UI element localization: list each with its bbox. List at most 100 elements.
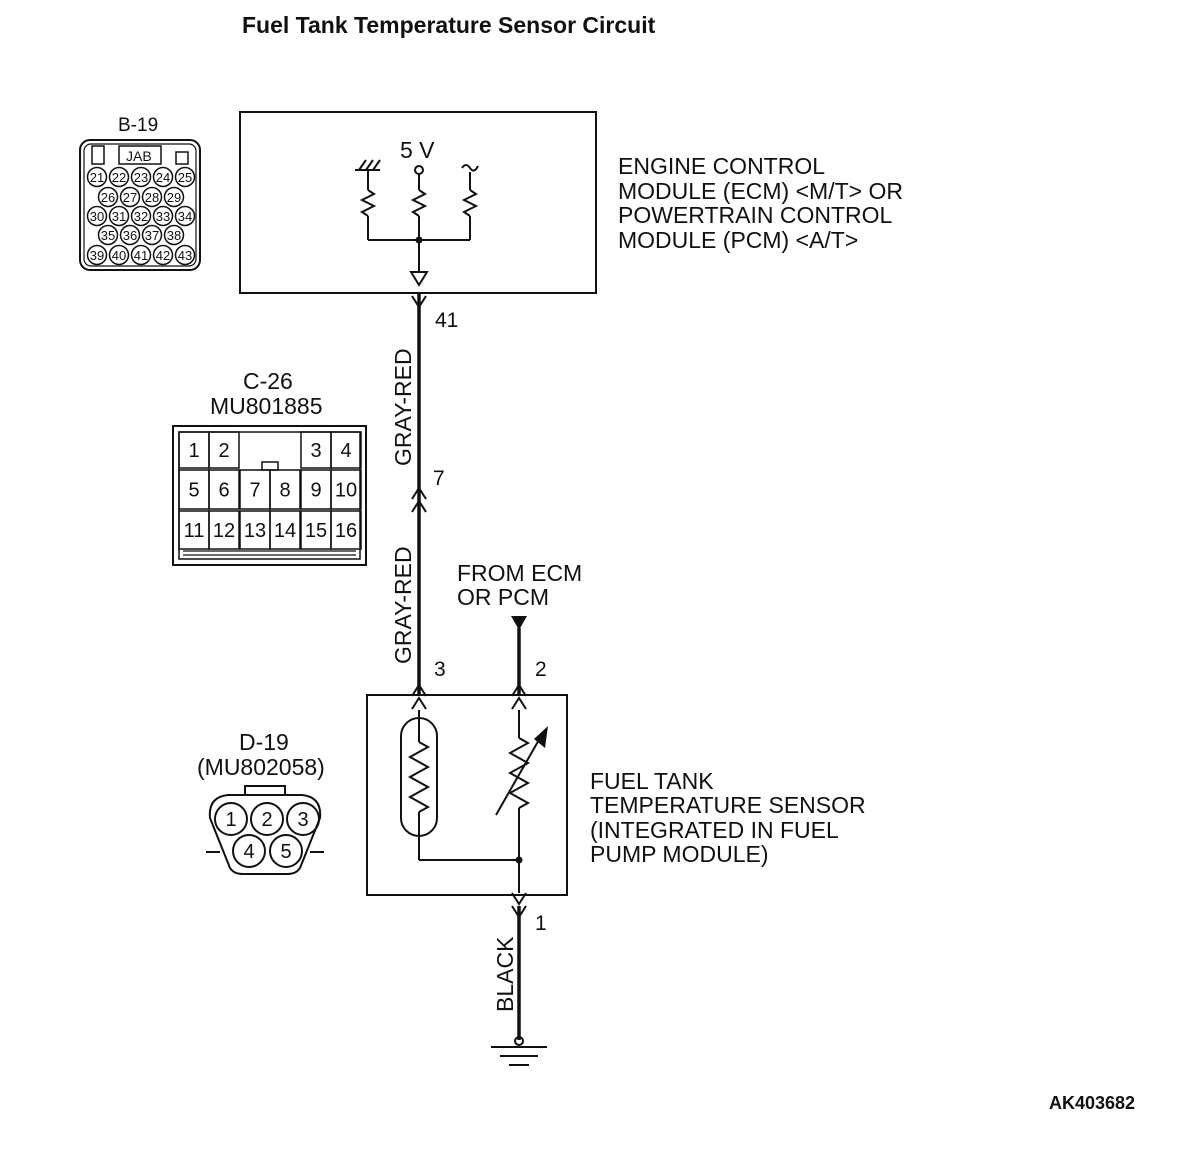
connector-d19-part: (MU802058) [197, 754, 325, 780]
d19-pin-circle [286, 802, 320, 836]
c26-pin-label: 12 [213, 520, 235, 542]
b19-pin-label: 21 [90, 170, 104, 185]
b19-pin-label: 23 [134, 170, 148, 185]
ecm-terminal-mark [411, 295, 427, 309]
b19-pin-label: 22 [112, 170, 126, 185]
b19-pin-label: 43 [178, 248, 192, 263]
b19-pin-circle [152, 205, 174, 227]
b19-pin-circle [108, 205, 130, 227]
svg-text:OR PCM: OR PCM [457, 584, 549, 610]
sensor-pin-2: 2 [535, 658, 547, 681]
c26-pin-label: 7 [249, 480, 260, 502]
connector-d19-name: D-19 [239, 729, 289, 755]
sensor-pin-1: 1 [535, 912, 547, 935]
b19-pin-circle [141, 224, 163, 246]
b19-pin-circle [108, 244, 130, 266]
b19-pin-circle [163, 224, 185, 246]
c26-pin-label: 9 [310, 480, 321, 502]
connector-c26-part: MU801885 [210, 393, 323, 419]
b19-pin-label: 39 [90, 248, 104, 263]
c26-pin-cell [208, 510, 240, 550]
wire-color-upper: GRAY-RED [390, 348, 416, 466]
c26-pin-label: 6 [218, 480, 229, 502]
connector-b19-tag: JAB [126, 148, 152, 164]
connector-d19: D-19 (MU802058) 1 2 3 4 5 [197, 729, 325, 875]
b19-pin-label: 24 [156, 170, 170, 185]
svg-text:MODULE (ECM) <M/T> OR: MODULE (ECM) <M/T> OR [618, 178, 903, 204]
b19-pin-label: 33 [156, 209, 170, 224]
svg-text:(INTEGRATED IN FUEL: (INTEGRATED IN FUEL [590, 817, 839, 843]
c26-pin-label: 4 [340, 440, 351, 462]
c26-pin-label: 2 [218, 440, 229, 462]
d19-pin-label: 5 [280, 841, 291, 863]
b19-pin-circle [130, 205, 152, 227]
b19-pin-circle [152, 244, 174, 266]
ground-icon [491, 1046, 547, 1066]
b19-pin-circle [130, 166, 152, 188]
b19-pin-circle [86, 166, 108, 188]
wire-color-ground: BLACK [492, 936, 518, 1012]
connector-d19-pins: 1 2 3 4 5 [214, 802, 320, 868]
b19-pin-circle [86, 205, 108, 227]
sensor-box [366, 694, 568, 896]
figure-code: AK403682 [1049, 1093, 1135, 1113]
b19-pin-circle [174, 205, 196, 227]
c26-pin-label: 16 [335, 520, 357, 542]
ground-node [514, 1036, 524, 1046]
b19-pin-label: 28 [145, 190, 159, 205]
b19-pin-label: 32 [134, 209, 148, 224]
connector-c26-name: C-26 [243, 368, 293, 394]
b19-pin-label: 25 [178, 170, 192, 185]
b19-pin-label: 41 [134, 248, 148, 263]
c26-pin-cell [208, 431, 240, 469]
sensor-internal-circuit [400, 710, 541, 893]
ecm-voltage: 5 V [400, 137, 435, 163]
from-ecm-label: FROM ECM OR PCM [457, 560, 582, 610]
b19-pin-circle [174, 244, 196, 266]
sensor-node-dot [515, 856, 523, 864]
c26-pin-label: 1 [188, 440, 199, 462]
c26-pin-label: 3 [310, 440, 321, 462]
c26-pin-label: 13 [244, 520, 266, 542]
svg-text:FUEL TANK: FUEL TANK [590, 768, 714, 794]
c26-pin-cell [330, 510, 362, 550]
b19-pin-circle [119, 224, 141, 246]
ecm-label: ENGINE CONTROL MODULE (ECM) <M/T> OR POW… [618, 153, 903, 253]
svg-text:POWERTRAIN CONTROL: POWERTRAIN CONTROL [618, 202, 893, 228]
c26-pin-label: 11 [184, 520, 205, 542]
b19-pin-label: 29 [167, 190, 181, 205]
b19-pin-circle [119, 186, 141, 208]
sensor-pin-3: 3 [434, 658, 446, 681]
feed-arrow [511, 616, 527, 630]
b19-pin-circle [86, 244, 108, 266]
b19-pin-circle [97, 224, 119, 246]
svg-text:TEMPERATURE SENSOR: TEMPERATURE SENSOR [590, 792, 866, 818]
c26-pin-label: 8 [279, 480, 290, 502]
diagram-title: Fuel Tank Temperature Sensor Circuit [242, 12, 656, 38]
c26-pin-label: 14 [274, 520, 296, 542]
sensor-terminal-marks [411, 683, 527, 919]
b19-pin-label: 40 [112, 248, 126, 263]
b19-pin-circle [141, 186, 163, 208]
svg-text:PUMP MODULE): PUMP MODULE) [590, 841, 769, 867]
d19-pin-circle [250, 802, 284, 836]
d19-pin-label: 1 [225, 809, 236, 831]
d19-pin-label: 3 [297, 809, 308, 831]
svg-text:ENGINE CONTROL: ENGINE CONTROL [618, 153, 825, 179]
b19-pin-label: 27 [123, 190, 137, 205]
connector-b19-name: B-19 [118, 115, 158, 136]
d19-pin-label: 2 [261, 809, 272, 831]
b19-pin-label: 42 [156, 248, 170, 263]
c26-pin-cell [269, 469, 301, 510]
b19-pin-label: 38 [167, 228, 181, 243]
ecm-pin-41: 41 [435, 309, 458, 332]
c26-pin-cell [330, 469, 362, 510]
svg-text:FROM ECM: FROM ECM [457, 560, 582, 586]
d19-pin-label: 4 [243, 841, 254, 863]
b19-pin-label: 37 [145, 228, 159, 243]
sensor-label: FUEL TANK TEMPERATURE SENSOR (INTEGRATED… [590, 768, 866, 867]
